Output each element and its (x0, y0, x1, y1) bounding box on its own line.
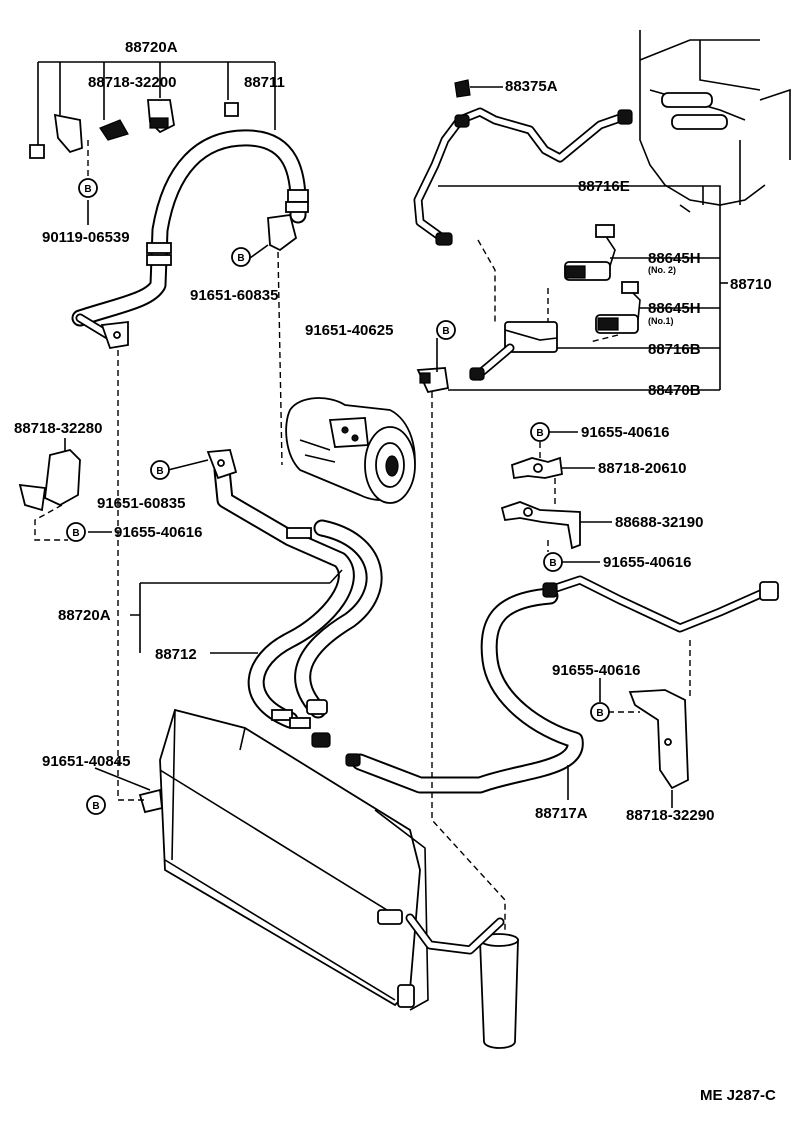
bolt-icon: B (543, 552, 563, 572)
label-91651-40625: 91651-40625 (305, 322, 393, 339)
label-88716B: 88716B (648, 341, 701, 358)
label-91651-40845: 91651-40845 (42, 753, 130, 770)
svg-text:B: B (84, 184, 91, 195)
label-88375A: 88375A (505, 78, 558, 95)
label-91655-40616-c: 91655-40616 (603, 554, 691, 571)
label-91651-60835-a: 91651-60835 (190, 287, 278, 304)
label-88712: 88712 (155, 646, 197, 663)
condenser (138, 708, 429, 1011)
svg-text:B: B (72, 528, 79, 539)
tube-88716E (413, 79, 633, 246)
label-88718-32280: 88718-32280 (14, 420, 102, 437)
receiver-drier (377, 909, 519, 1049)
block-88716B (469, 321, 558, 381)
label-91655-40616-d: 91655-40616 (552, 662, 640, 679)
bolt-icon: B (436, 320, 456, 340)
bolt-symbols: B B B B B B B B B (66, 178, 610, 815)
svg-text:B: B (92, 801, 99, 812)
label-88716E: 88716E (578, 178, 630, 195)
svg-text:B: B (536, 428, 543, 439)
svg-text:B: B (237, 253, 244, 264)
bracket-88688-32190 (500, 501, 581, 550)
svg-text:B: B (442, 326, 449, 337)
label-no2: (No. 2) (648, 265, 676, 275)
label-88470B: 88470B (648, 382, 701, 399)
label-90119-06539: 90119-06539 (42, 229, 130, 246)
label-91655-40616-b: 91655-40616 (581, 424, 669, 441)
bolt-icon: B (530, 422, 550, 442)
small-parts-top-left (29, 99, 239, 159)
pressure-switch-no2 (564, 224, 616, 281)
label-88711: 88711 (244, 74, 285, 91)
label-88720A-mid: 88720A (58, 607, 111, 624)
svg-text:B: B (549, 558, 556, 569)
part-labels: 88720A 88718-32200 88711 90119-06539 916… (14, 39, 776, 1104)
label-88710: 88710 (730, 276, 772, 293)
label-88718-32200: 88718-32200 (88, 74, 176, 91)
bolt-icon: B (231, 247, 251, 267)
pressure-switch-no1 (595, 281, 641, 334)
bolt-icon: B (150, 460, 170, 480)
label-88718-32290: 88718-32290 (626, 807, 714, 824)
pipe-88717A (345, 575, 779, 794)
label-88645H-no1: 88645H (648, 300, 701, 317)
label-88645H-no2: 88645H (648, 250, 701, 267)
label-88688-32190: 88688-32190 (615, 514, 703, 531)
label-88720A-top: 88720A (125, 39, 178, 56)
drawing-code: ME J287-C (700, 1087, 776, 1104)
svg-text:B: B (596, 708, 603, 719)
label-91655-40616-a: 91655-40616 (114, 524, 202, 541)
bracket-88470B (416, 367, 450, 394)
hose-88711 (71, 129, 309, 350)
engine-outline (639, 30, 791, 213)
bolt-icon: B (590, 702, 610, 722)
svg-text:B: B (156, 466, 163, 477)
label-88718-20610: 88718-20610 (598, 460, 686, 477)
bolt-icon: B (66, 522, 86, 542)
bolt-icon: B (86, 795, 106, 815)
label-88717A: 88717A (535, 805, 588, 822)
clamp-88718-20610 (510, 456, 563, 480)
leader-lines (34, 61, 728, 930)
bracket-88718-32290 (628, 689, 689, 790)
label-91651-60835-b: 91651-60835 (97, 495, 185, 512)
hose-88712 (206, 449, 383, 748)
clamp-88718-32280 (18, 449, 81, 512)
compressor (285, 397, 416, 504)
label-no1: (No.1) (648, 316, 674, 326)
bolt-icon: B (78, 178, 98, 198)
